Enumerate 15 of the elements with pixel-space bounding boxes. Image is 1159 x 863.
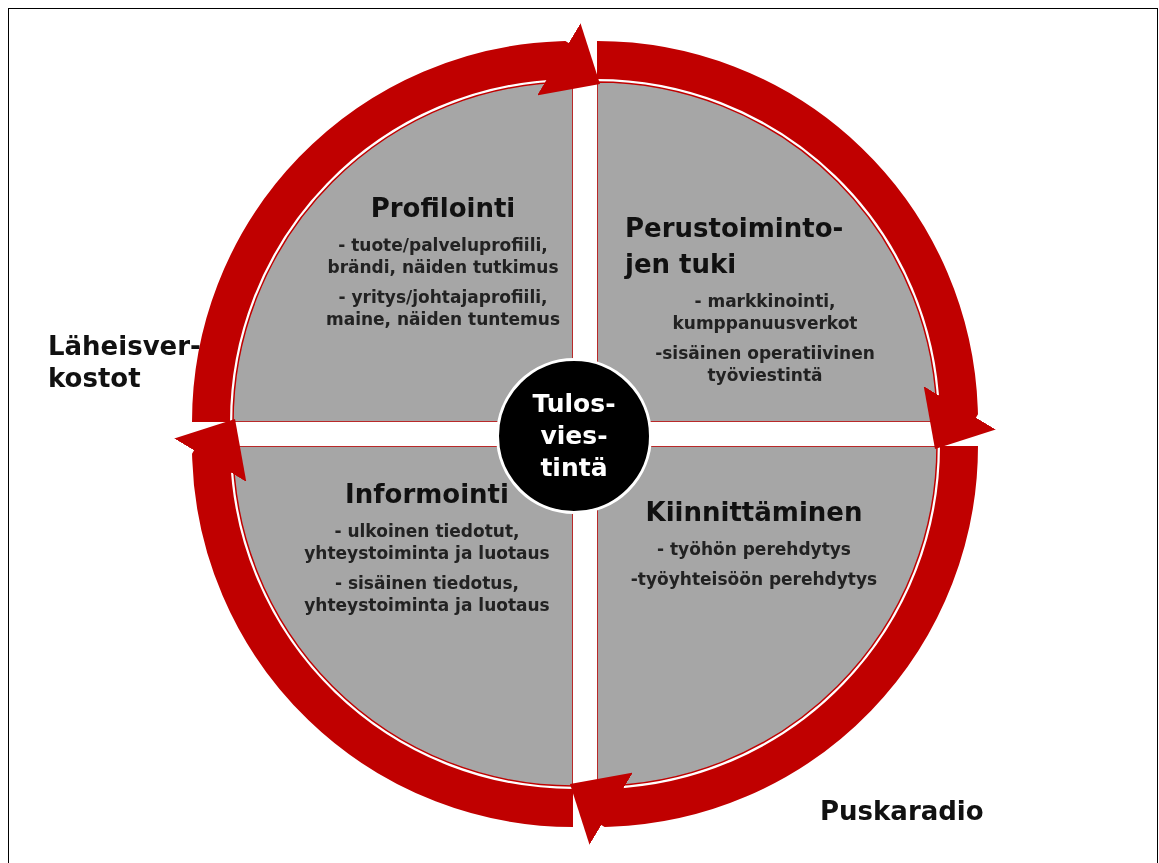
bullet-text: -työyhteisöön perehdytys xyxy=(630,568,878,590)
bullet-text: - tuote/palveluprofiili, brändi, näiden tutkimus xyxy=(326,234,560,278)
bullet-text: - yritys/johtajaprofiili, maine, näiden tuntemus xyxy=(324,286,562,330)
side-label: Läheisver- kostot xyxy=(48,330,202,394)
bullet-text: - sisäinen tiedotus, yhteystoiminta ja luotaus xyxy=(303,572,551,616)
bullet-text: - markkinointi, kumppanuusverkot xyxy=(671,290,859,334)
bullet-text: - ulkoinen tiedotut, yhteystoiminta ja luotaus xyxy=(303,520,551,564)
segment-heading: Profilointi xyxy=(370,192,516,225)
segment-heading: Perustoiminto- jen tuki xyxy=(623,212,845,281)
segment-heading: Kiinnittäminen xyxy=(645,496,863,529)
side-label: Puskaradio xyxy=(820,795,984,827)
center-label: Tulos- vies- tintä xyxy=(531,388,617,484)
bullet-text: - työhön perehdytys xyxy=(657,538,851,560)
bullet-text: -sisäinen operatiivinen työviestintä xyxy=(654,342,876,386)
segment-heading: Informointi xyxy=(345,478,509,511)
